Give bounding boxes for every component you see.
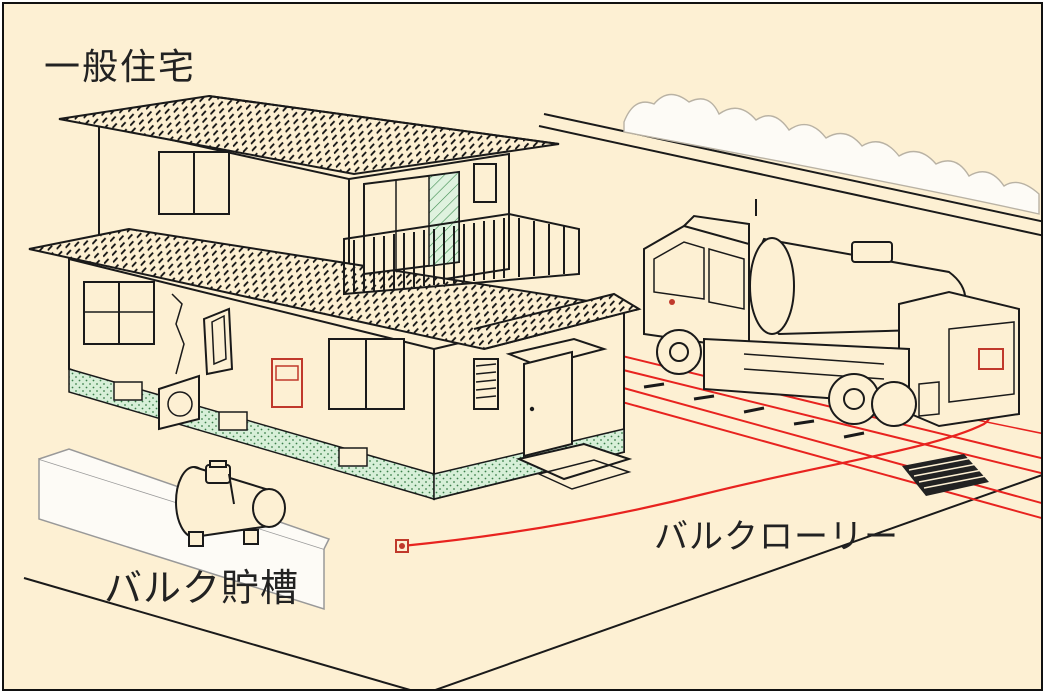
bulk-tank-label: バルク貯槽	[104, 566, 300, 610]
house-label: 一般住宅	[44, 47, 197, 88]
storage-tank-icon	[175, 460, 286, 547]
drain-grate	[902, 454, 989, 496]
hedge-icon	[538, 93, 1041, 237]
bulk-lorry-label: バルクローリー	[654, 517, 899, 557]
site-ground	[23, 474, 1041, 689]
tank-truck-icon	[643, 199, 1020, 428]
house-icon	[28, 94, 642, 501]
fill-inlet	[395, 539, 409, 553]
